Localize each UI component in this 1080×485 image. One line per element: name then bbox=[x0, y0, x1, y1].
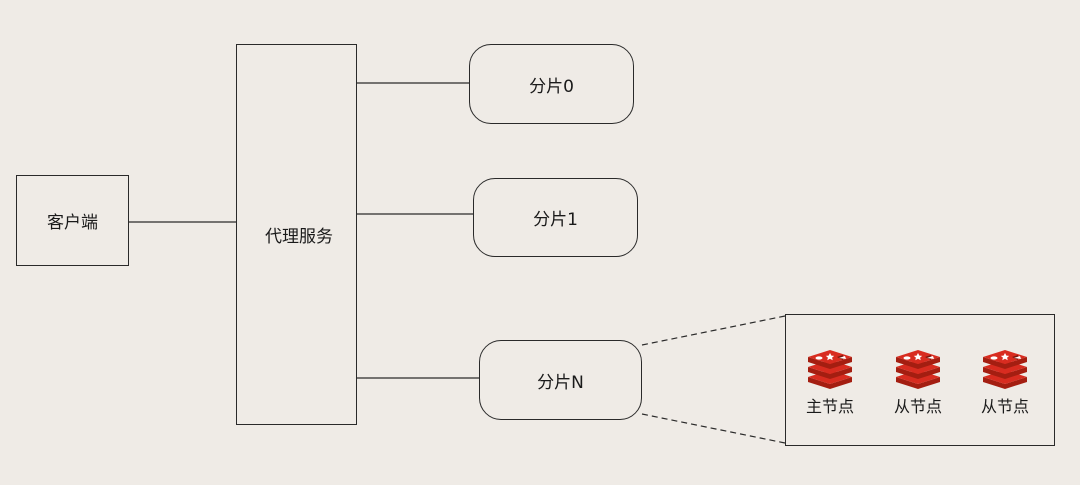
master-node-label: 主节点 bbox=[805, 397, 854, 416]
shard-node: 分片0 bbox=[469, 44, 634, 124]
replica-node: 从节点 bbox=[878, 349, 958, 417]
proxy-node: 代理服务 bbox=[236, 44, 357, 425]
shard-label: 分片N bbox=[537, 372, 584, 393]
replica-node: 从节点 bbox=[965, 349, 1045, 417]
client-label: 客户端 bbox=[47, 213, 98, 233]
redis-icon bbox=[808, 350, 852, 389]
replica-node-label: 从节点 bbox=[980, 397, 1029, 416]
shardN-expand-bottom-edge bbox=[641, 413, 786, 444]
proxy-label: 代理服务 bbox=[265, 227, 333, 247]
shard-node: 分片1 bbox=[473, 178, 638, 257]
shard-node: 分片N bbox=[479, 340, 642, 420]
replica-node-label: 从节点 bbox=[893, 397, 942, 416]
replica-group: 主节点 从节点 bbox=[785, 314, 1055, 446]
redis-icon bbox=[983, 350, 1027, 389]
shard-label: 分片0 bbox=[529, 76, 574, 97]
master-node: 主节点 bbox=[790, 349, 870, 417]
client-node: 客户端 bbox=[16, 175, 129, 266]
shardN-expand-top-edge bbox=[641, 315, 786, 346]
redis-icon bbox=[896, 350, 940, 389]
shard-label: 分片1 bbox=[533, 210, 578, 230]
